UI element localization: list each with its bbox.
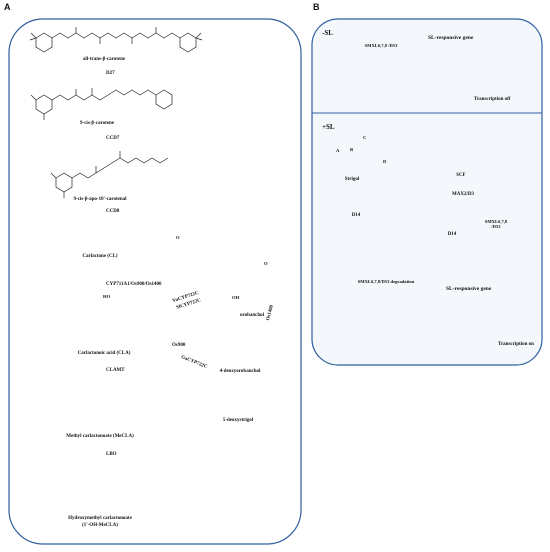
label-hydroxymethyl-line2: (1'-OH-MeCLA) [82,523,118,528]
structure-9-cis-beta-apo-10-carotenal [50,151,169,198]
max2-d3-label: MAX2/D3 [452,192,474,197]
label-5-deoxystrigol: 5-deoxystrigol [222,418,254,423]
panel-label-a: A [4,2,11,12]
label-all-trans-beta-carotene: all-trans-β-carotene [82,57,126,62]
structure-9-cis-beta-carotene [30,88,173,120]
strigol-ring-a: A [336,148,340,153]
free-d14-label: D14 [351,213,361,218]
label-enzyme-ccd8: CCD8 [106,209,120,214]
label-carlactone: Carlactone (CL) [82,254,118,259]
atom-oxygen-orobanchol: O [264,261,268,266]
atom-hydroxyl-acid: HO [103,294,111,299]
label-9-cis-beta-carotene: 9-cis-β-carotene [80,121,114,126]
strigol-label: Strigol [344,177,360,182]
label-enzyme-ccd7: CCD7 [106,136,120,141]
strigol-ring-c: C [363,135,367,140]
label-carlactonoic-acid: Carlactonoic acid (CLA) [77,351,131,356]
atom-hydroxyl-orobanchol: OH [232,295,240,300]
label-enzyme-d27: D27 [106,71,115,76]
label-methyl-carlactonoate: Methyl carlactonoate (MeCLA) [66,434,134,439]
bound-smxl-label: SMXL6,7,8 /D53 [484,219,508,229]
panel-label-b: B [313,2,320,12]
minus-sl-output: Transcription off [474,97,511,102]
label-orobanchol: orobanchol [239,313,265,318]
degradation-label: SMXL6,7,8/D53 degradation [357,279,415,284]
bound-d14-label: D14 [447,232,457,237]
minus-sl-repressor-label: SMXL6,7,8 /D53 [364,43,398,48]
minus-sl-title: -SL [322,29,333,37]
plus-sl-title: +SL [322,123,335,131]
structure-all-trans-beta-carotene [29,27,203,53]
label-enzyme-lbo: LBO [106,452,117,457]
plus-sl-gene-label: SL-responsive gene [446,286,492,292]
strigol-ring-d: D [383,159,387,164]
label-enzyme-cyp711: CYP711A1/Os900/Os1400 [106,282,162,287]
panel-a-frame [8,18,302,545]
label-enzyme-os900: Os900 [172,343,186,348]
label-hydroxymethyl-line1: Hydroxymethyl carlactonoate [68,516,132,521]
label-4-deoxyorobanchol: 4-deoxyorobanchol [219,369,261,374]
label-9-cis-beta-apo-carotenal: 9-cis-β-apo-10'-carotenal [73,197,127,202]
label-enzyme-clamt: CLAMT [106,368,125,373]
panel-b-frame [311,18,543,366]
strigol-ring-b: B [350,147,354,152]
atom-oxygen-carlactone: O [176,235,180,240]
scf-label: SCF [456,173,466,178]
minus-sl-gene-label: SL-responsive gene [428,35,474,41]
plus-sl-output: Transcription on [498,342,534,347]
